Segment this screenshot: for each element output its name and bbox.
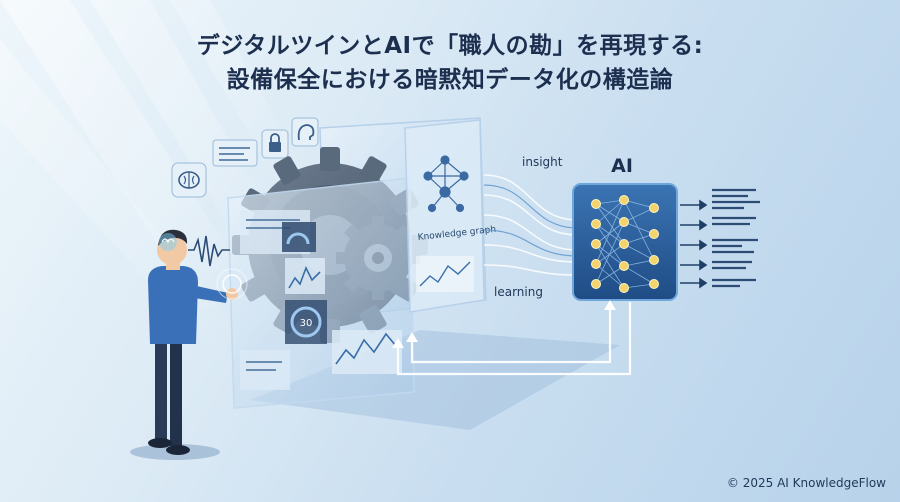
copyright-text: © 2025 AI KnowledgeFlow (726, 476, 886, 490)
page-title-line-1: デジタルツインとAIで「職人の勘」を再現する: (196, 33, 704, 59)
lock-icon-tile (261, 129, 289, 159)
brain-icon (178, 171, 200, 189)
brain-icon-tile (171, 162, 207, 198)
info-tile (212, 139, 258, 167)
neural-network-nodes (591, 195, 659, 293)
gauge-value-text: 30 (300, 318, 313, 329)
page-title-line-2: 設備保全における暗黙知データ化の構造論 (226, 67, 674, 93)
insight-label: insight (522, 155, 563, 169)
ai-label: AI (611, 155, 633, 177)
cursor-hand-icon (216, 268, 248, 300)
engineer-figure (148, 229, 238, 455)
sound-wave (188, 235, 230, 267)
feedback-arrowheads (392, 300, 616, 348)
learning-label: learning (494, 285, 543, 299)
neural-network-edges (595, 199, 655, 289)
dashboard-widgets: 30 (240, 210, 402, 390)
output-arrows (680, 199, 708, 289)
feedback-loop-arrows (396, 302, 632, 376)
knowledge-graph-network (423, 155, 469, 213)
lock-icon (269, 133, 281, 152)
floor-shadow (250, 330, 620, 430)
flow-lines (483, 174, 579, 276)
knowledge-graph-panel (404, 119, 485, 313)
head-ear-icon-tile (291, 117, 319, 147)
head-ear-icon (297, 124, 315, 141)
output-text-lines (712, 188, 760, 288)
flow-lines-blue (483, 184, 579, 257)
brain-glow-icon (159, 233, 177, 251)
